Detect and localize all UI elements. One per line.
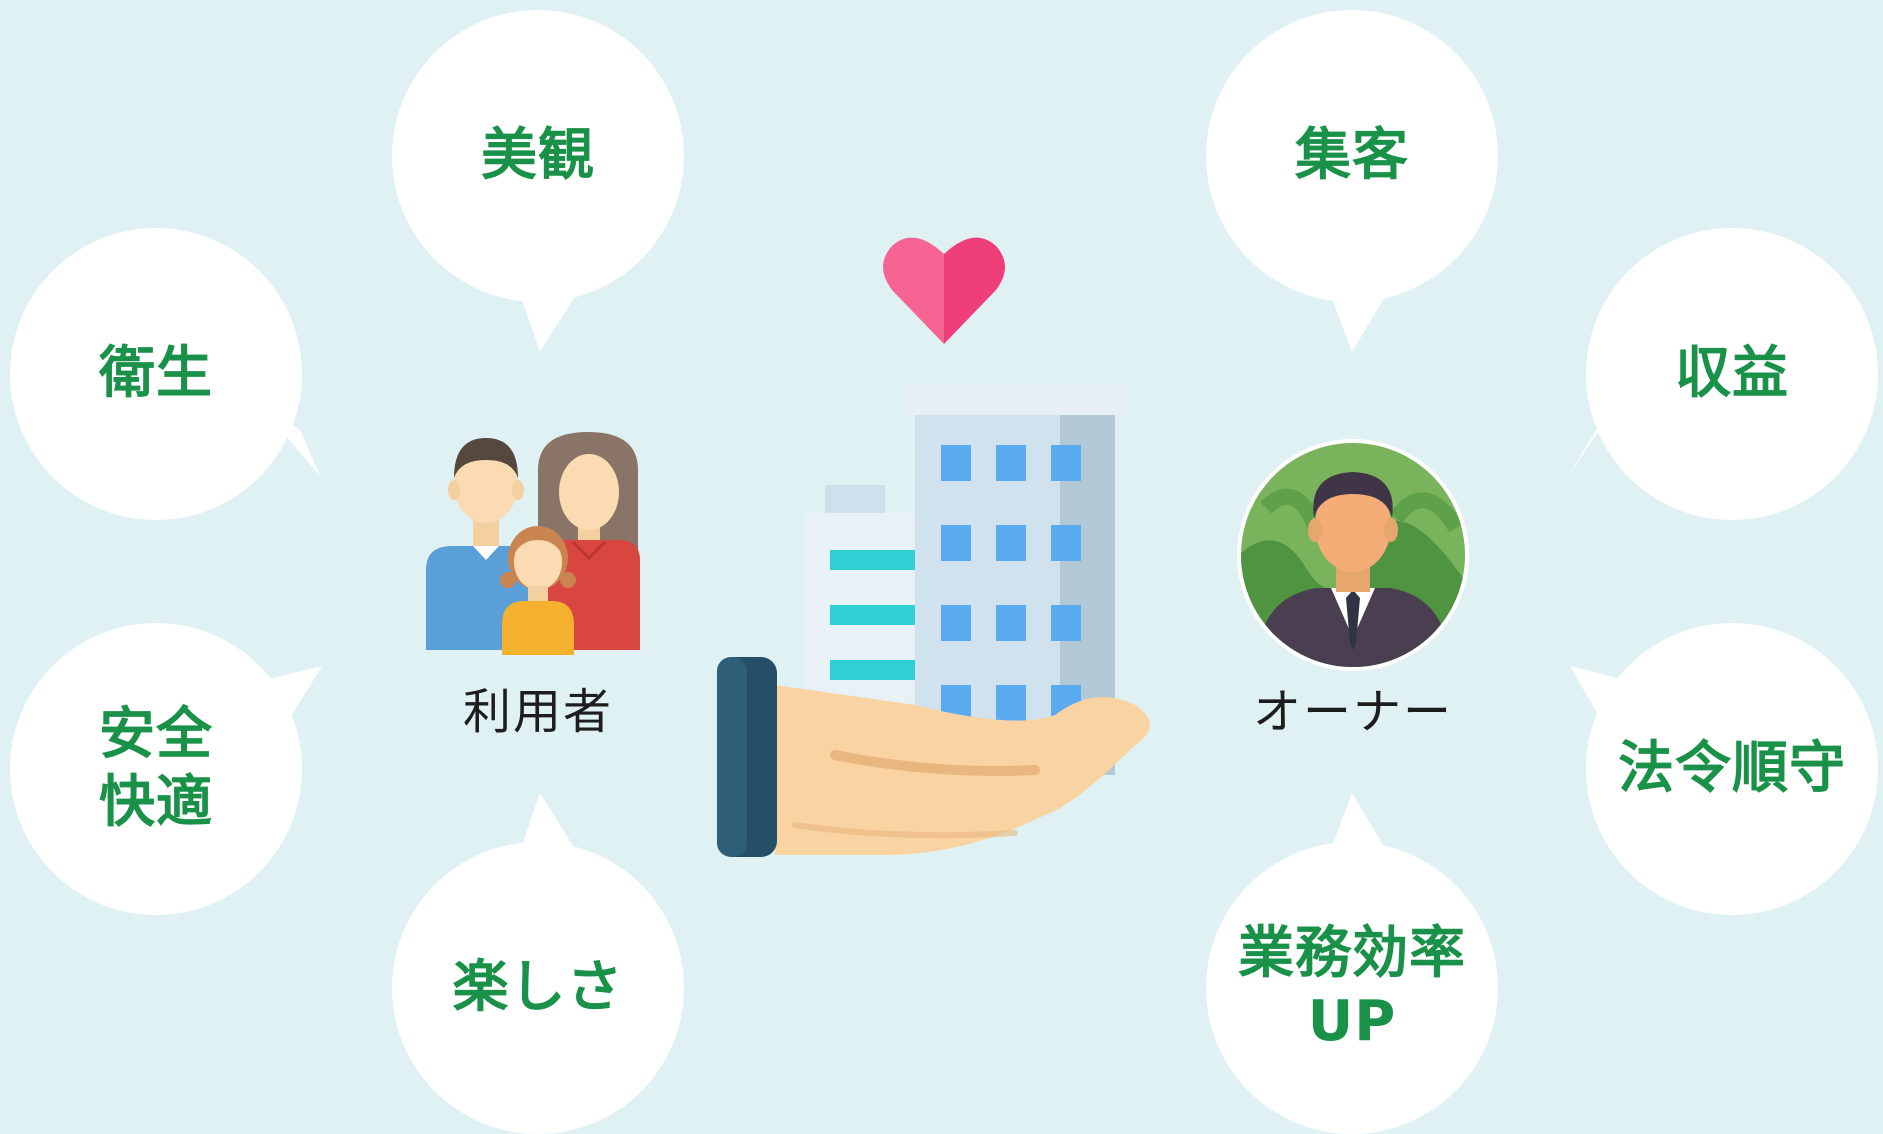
bubble-text-kaiteki: 快適 — [99, 770, 213, 835]
building-in-hand-icon — [717, 385, 1150, 857]
bubble-anzen-kaiteki: 安全 快適 — [10, 623, 302, 915]
family-icon — [426, 432, 640, 655]
bubble-shueki: 収益 — [1586, 228, 1878, 520]
bubble-gyomu-koritsu: 業務効率 UP — [1206, 842, 1498, 1134]
bubble-text-shukyaku: 集客 — [1295, 122, 1409, 188]
bubble-text-gyomu: 業務効率 — [1238, 920, 1466, 986]
bubble-text-tanoshisa: 楽しさ — [452, 954, 624, 1020]
bubble-text-anzen: 安全 — [99, 701, 213, 767]
bubble-text-horei: 法令順守 — [1618, 735, 1846, 801]
bubble-text-eisei: 衛生 — [99, 340, 213, 406]
label-users: 利用者 — [462, 684, 613, 740]
bubble-horei-junshu: 法令順守 — [1586, 623, 1878, 915]
bubble-text-shueki: 収益 — [1675, 340, 1789, 406]
heart-icon — [883, 237, 1005, 344]
bubble-bikan: 美観 — [392, 10, 684, 302]
bubble-eisei: 衛生 — [10, 228, 302, 520]
label-owner: オーナー — [1252, 684, 1453, 740]
businessman-avatar-icon — [1237, 439, 1469, 671]
bubble-shukyaku: 集客 — [1206, 10, 1498, 302]
bubble-text-bikan: 美観 — [481, 122, 595, 188]
bubble-text-up: UP — [1307, 989, 1397, 1054]
bubble-tanoshisa: 楽しさ — [392, 842, 684, 1134]
